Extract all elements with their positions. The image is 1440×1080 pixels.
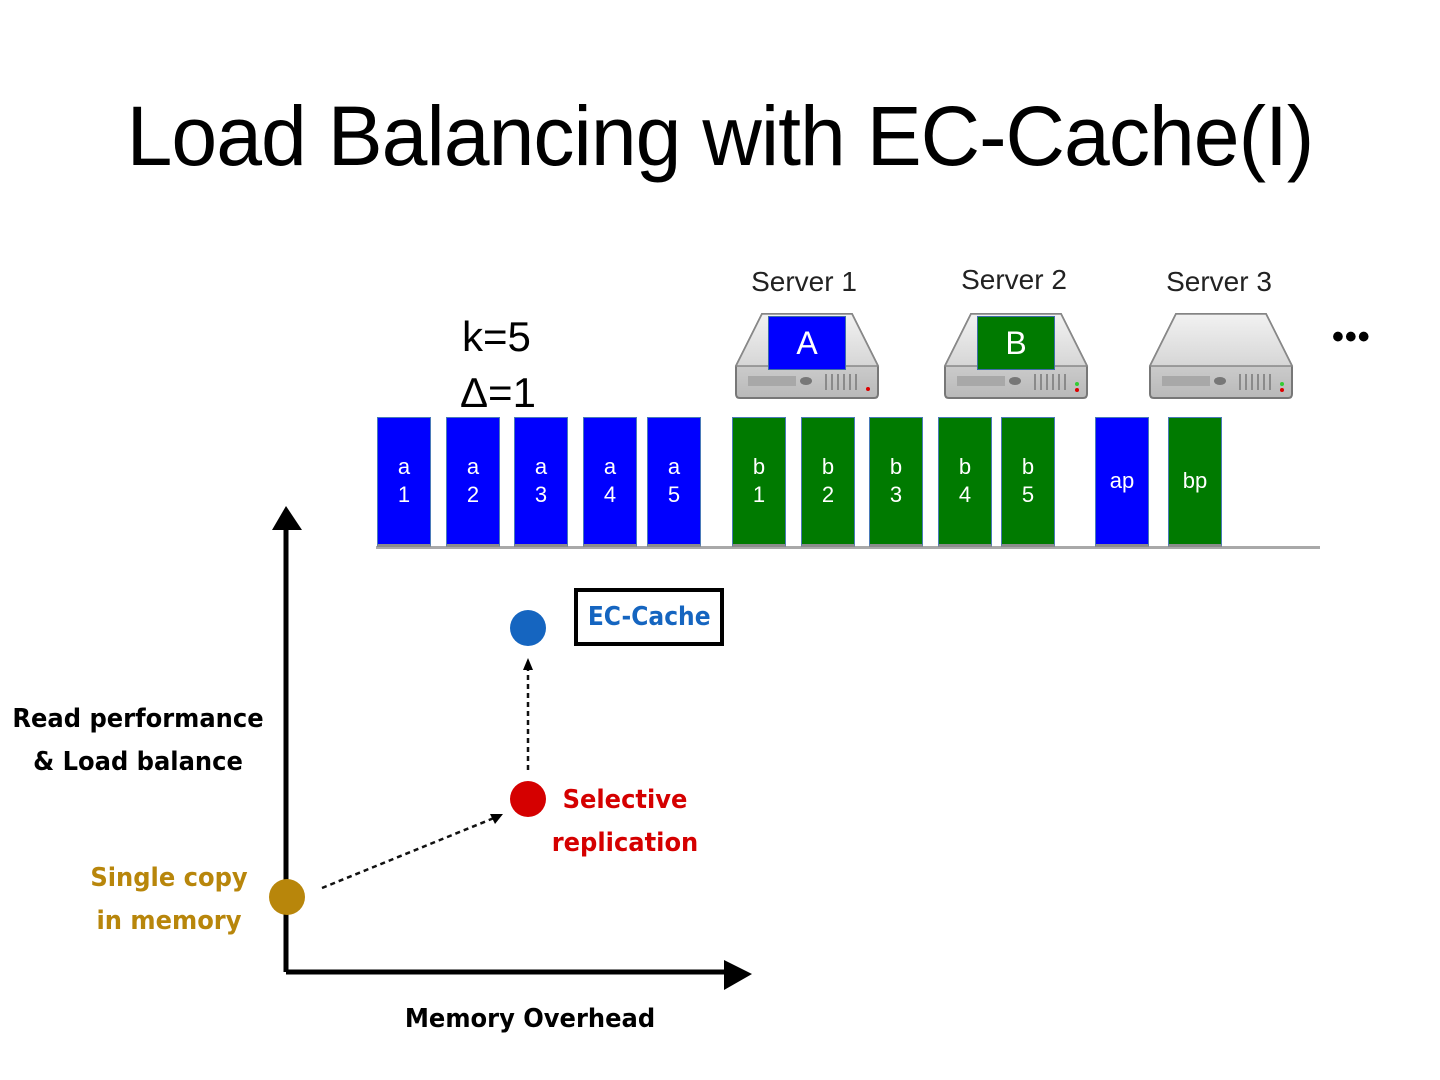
server-3-icon <box>1148 310 1294 400</box>
slide-title: Load Balancing with EC-Cache(I) <box>126 89 1315 183</box>
ec-cache-point <box>510 610 546 646</box>
chunk-index: 3 <box>534 482 548 507</box>
delta-parameter: Δ=1 <box>460 369 536 416</box>
chunk-label: a <box>603 454 617 479</box>
y-axis-arrowhead <box>272 506 302 530</box>
k-parameter: k=5 <box>462 313 531 360</box>
chunk-label: a <box>466 454 480 479</box>
chunk-index: 2 <box>821 482 835 507</box>
chunk-index: 1 <box>397 482 411 507</box>
chunk-bp: bp <box>1168 417 1222 547</box>
server-2-label: Server 2 <box>961 264 1067 295</box>
server-2-icon: B <box>943 310 1089 400</box>
chunk-index: 3 <box>889 482 903 507</box>
chunk-index: 1 <box>752 482 766 507</box>
ec-cache-label-box: EC-Cache <box>574 588 724 646</box>
chunk-index: 4 <box>603 482 617 507</box>
chunk-index: 5 <box>1021 482 1035 507</box>
server-2-badge: B <box>977 316 1055 370</box>
server-drive-icon <box>1148 313 1294 399</box>
server-1-label: Server 1 <box>751 266 857 297</box>
selective-to-ec-arrowhead <box>523 658 533 670</box>
single-copy-point <box>269 879 305 915</box>
chunk-label: ap <box>1109 468 1135 493</box>
server-1-icon: A <box>734 310 880 400</box>
ec-cache-label: EC-Cache <box>587 602 711 632</box>
chunk-label: b <box>889 454 903 479</box>
y-axis-label-line2: & Load balance <box>33 747 243 777</box>
selective-label-line2: replication <box>551 828 699 858</box>
x-axis-arrowhead <box>724 960 752 990</box>
chunk-baseline <box>376 546 1320 549</box>
chunk-ap: ap <box>1095 417 1149 547</box>
chunk-label: a <box>534 454 548 479</box>
chunk-label: b <box>821 454 835 479</box>
chunk-label: a <box>667 454 681 479</box>
selective-replication-label: Selective replication <box>541 779 708 865</box>
y-axis-label: Read performance & Load balance <box>10 698 267 784</box>
chunk-index: 2 <box>466 482 480 507</box>
server-1-badge: A <box>768 316 846 370</box>
chunk-label: b <box>958 454 972 479</box>
single-to-selective-arrow <box>321 816 495 890</box>
single-copy-label: Single copy in memory <box>71 857 266 943</box>
chunk-label: b <box>1021 454 1035 479</box>
single-copy-label-line2: in memory <box>96 906 242 936</box>
x-axis-label: Memory Overhead <box>404 1004 656 1034</box>
single-copy-label-line1: Single copy <box>90 863 248 893</box>
chunk-index: 5 <box>667 482 681 507</box>
chunk-label: b <box>752 454 766 479</box>
server-3-label: Server 3 <box>1166 266 1272 297</box>
more-servers-ellipsis: ••• <box>1332 318 1371 356</box>
chunk-index: 4 <box>958 482 972 507</box>
chunk-label: bp <box>1182 468 1208 493</box>
selective-label-line1: Selective <box>562 785 688 815</box>
single-to-selective-arrowhead <box>490 814 503 824</box>
chunk-label: a <box>397 454 411 479</box>
y-axis-label-line1: Read performance <box>12 704 264 734</box>
